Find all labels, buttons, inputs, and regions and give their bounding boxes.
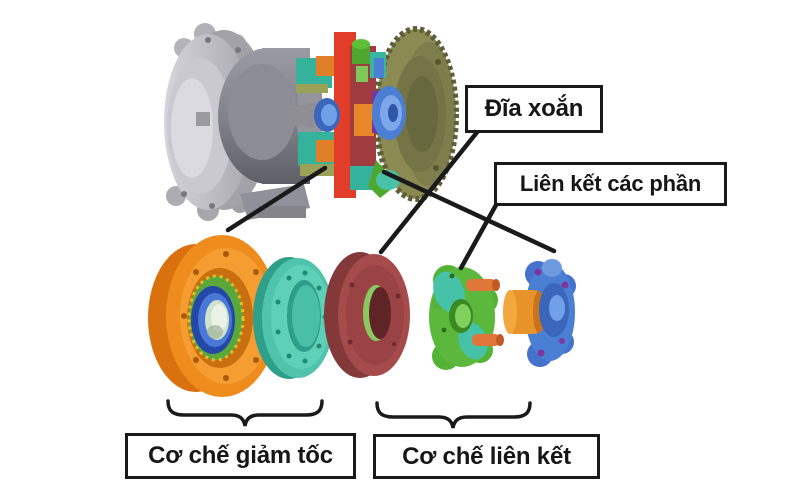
- cup-bolt-hole: [253, 357, 259, 363]
- ring-bolt-hole: [316, 285, 322, 291]
- ring-bolt-hole: [275, 329, 281, 335]
- cup-bolt-hole: [181, 313, 187, 319]
- ring-bolt-hole: [286, 275, 292, 281]
- screw-purple: [534, 268, 542, 276]
- cup-bolt-hole: [193, 269, 199, 275]
- ring-bolt-hole: [302, 270, 308, 276]
- housing-foot-pad: [258, 206, 306, 218]
- underbrace-linkage-mechanism: [375, 401, 532, 429]
- housing-bolt: [235, 47, 241, 53]
- exploded-view: [148, 235, 576, 397]
- cup-bolt-hole: [193, 357, 199, 363]
- flexspline-cup-orange: [148, 235, 278, 397]
- underbrace-reduction-mechanism: [166, 399, 324, 427]
- line-assembly-to-orange-cup: [225, 165, 328, 233]
- line-link-parts-label: [458, 202, 499, 271]
- ring-bolt-hole: [286, 353, 292, 359]
- callout-lines: [225, 128, 557, 271]
- spiral-disc-red: [324, 252, 410, 378]
- line-assembly-to-blue-flange: [381, 169, 557, 254]
- bearing-balls-ring: [187, 274, 245, 362]
- callout-spiral-disc: Đĩa xoắn: [465, 85, 603, 133]
- label-reduction-mechanism: Cơ chế giảm tốc: [125, 433, 356, 479]
- cup-bolt-hole: [223, 251, 229, 257]
- carrier-green: [429, 265, 504, 370]
- screw-purple: [559, 338, 565, 344]
- screw-purple: [537, 349, 545, 357]
- label-linkage-mechanism: Cơ chế liên kết: [373, 434, 600, 479]
- ring-gear-olive: [373, 26, 459, 202]
- cup-bolt-hole: [253, 269, 259, 275]
- assembled-gearbox-view: [164, 23, 459, 221]
- spacer-ring-teal: [253, 257, 334, 379]
- cup-bolt-hole: [223, 375, 229, 381]
- cutaway-section: [288, 32, 406, 198]
- callout-link-parts: Liên kết các phần: [494, 162, 727, 206]
- disc-center-hole: [369, 287, 391, 339]
- ring-bolt-hole: [316, 343, 322, 349]
- circular-spline-frame: [334, 32, 350, 198]
- link-pin-orange: [472, 334, 500, 346]
- housing-bolt: [181, 191, 187, 197]
- hub-orange-in-assembly: [354, 104, 374, 136]
- screw-purple: [561, 281, 569, 289]
- housing-bolt: [209, 203, 215, 209]
- output-flange-blue: [503, 259, 576, 367]
- ring-bolt-hole: [302, 358, 308, 364]
- housing-bolt: [205, 37, 211, 43]
- underbraces: [166, 399, 532, 429]
- link-pin-orange: [466, 279, 496, 291]
- ring-bolt-hole: [275, 299, 281, 305]
